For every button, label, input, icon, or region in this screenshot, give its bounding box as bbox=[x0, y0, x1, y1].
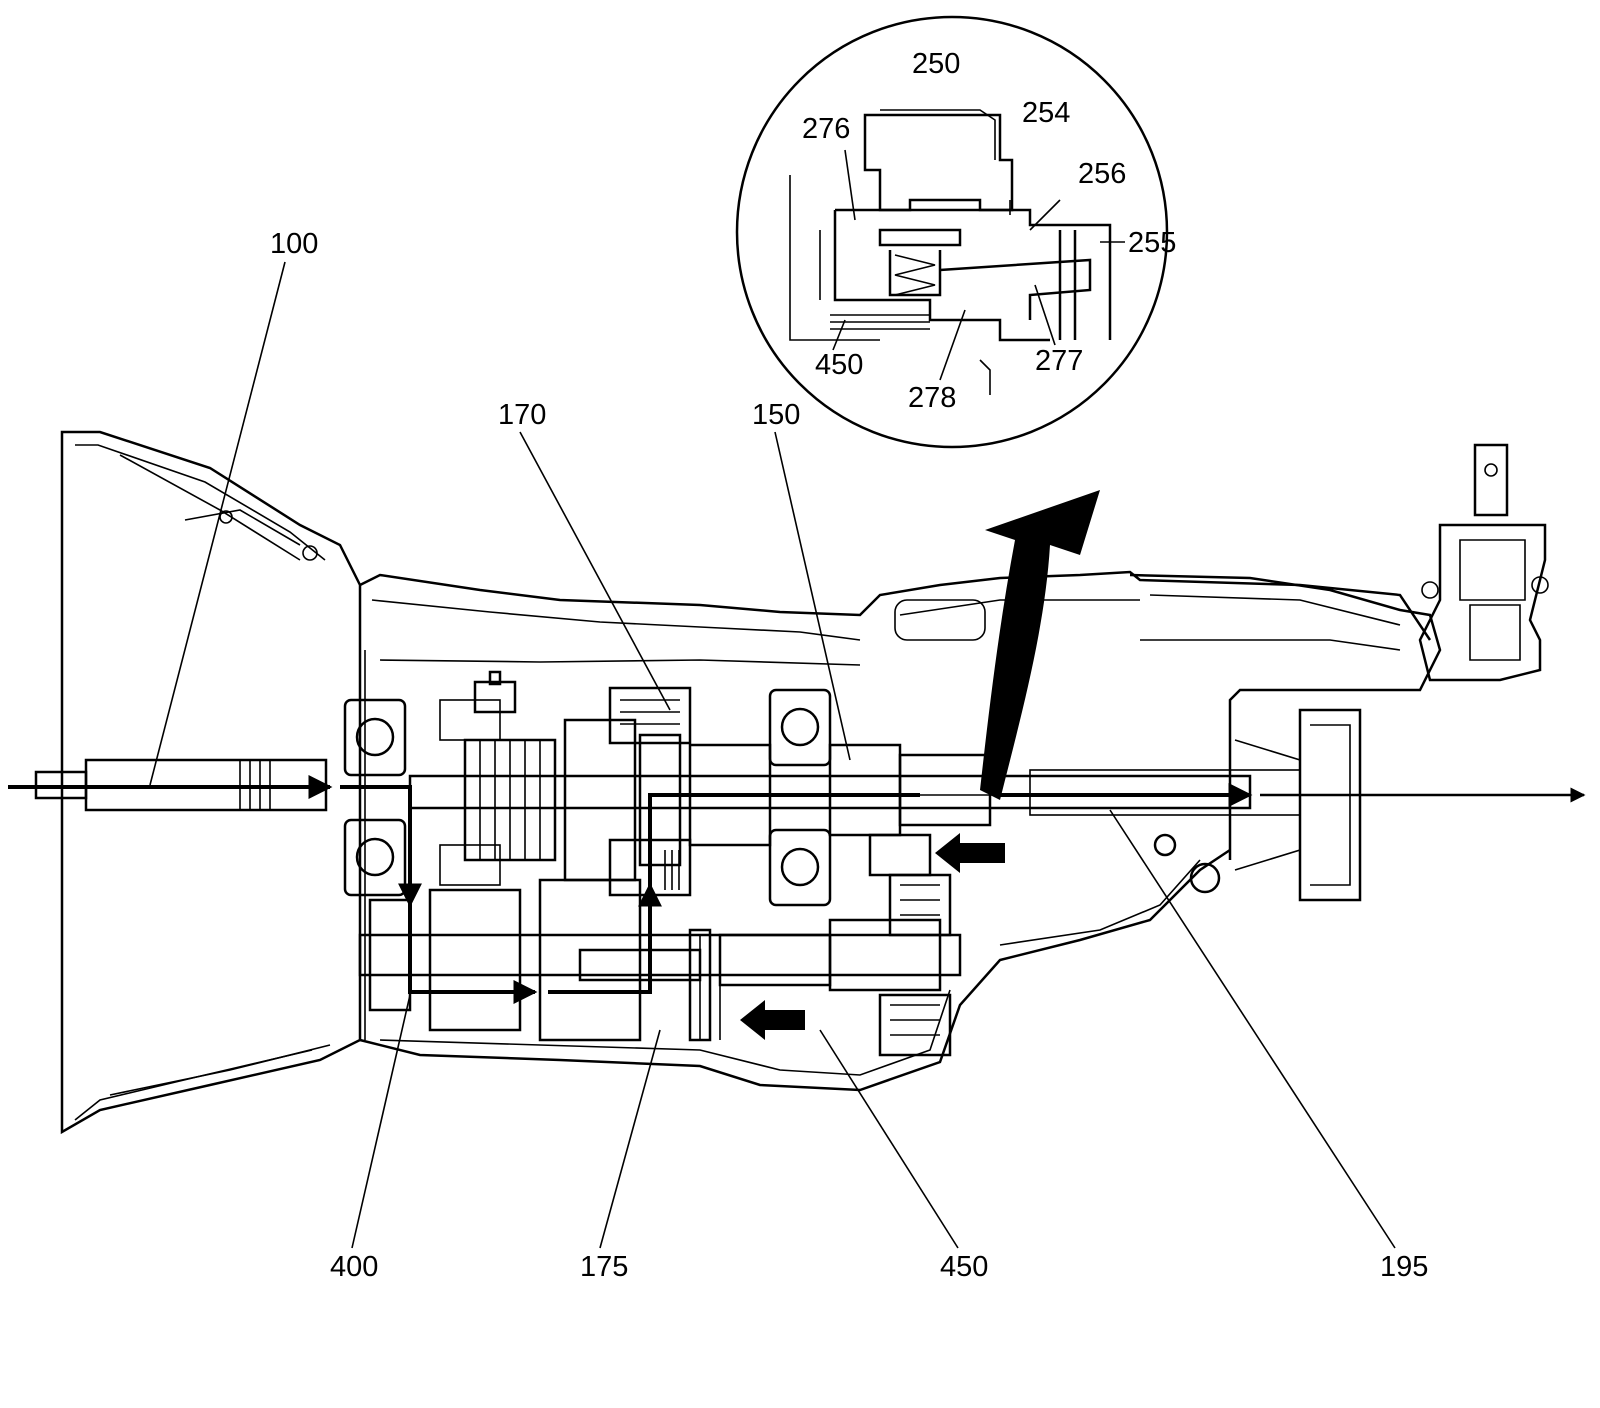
label-195: 195 bbox=[1380, 1251, 1428, 1283]
detail-label-450: 450 bbox=[815, 349, 863, 381]
detail-callouts: 250 254 276 256 255 450 278 277 bbox=[802, 48, 1176, 414]
synchronizer-assemblies bbox=[473, 670, 952, 937]
power-flow-path bbox=[8, 775, 1586, 1004]
countershaft bbox=[358, 878, 962, 1057]
detail-label-250: 250 bbox=[912, 48, 960, 80]
shift-direction-arrows bbox=[740, 833, 1005, 1040]
label-175: 175 bbox=[580, 1251, 628, 1283]
label-170: 170 bbox=[498, 399, 546, 431]
detail-label-277: 277 bbox=[1035, 345, 1083, 377]
label-400: 400 bbox=[330, 1251, 378, 1283]
rear-output-flange bbox=[1234, 708, 1362, 902]
upper-gear-set bbox=[439, 699, 992, 886]
leader-lines bbox=[149, 261, 1396, 1249]
label-150: 150 bbox=[752, 399, 800, 431]
main-shaft bbox=[408, 769, 1301, 816]
shift-tower bbox=[1418, 443, 1549, 682]
detail-inset bbox=[735, 15, 1169, 449]
detail-label-256: 256 bbox=[1078, 158, 1126, 190]
label-450: 450 bbox=[940, 1251, 988, 1283]
detail-label-254: 254 bbox=[1022, 97, 1070, 129]
detail-callout-arrow bbox=[980, 490, 1100, 800]
detail-label-255: 255 bbox=[1128, 227, 1176, 259]
bearings bbox=[343, 688, 1221, 907]
detail-label-278: 278 bbox=[908, 382, 956, 414]
detail-label-276: 276 bbox=[802, 113, 850, 145]
label-100: 100 bbox=[270, 228, 318, 260]
main-callouts: 100 170 150 400 175 450 195 bbox=[270, 228, 1428, 1283]
